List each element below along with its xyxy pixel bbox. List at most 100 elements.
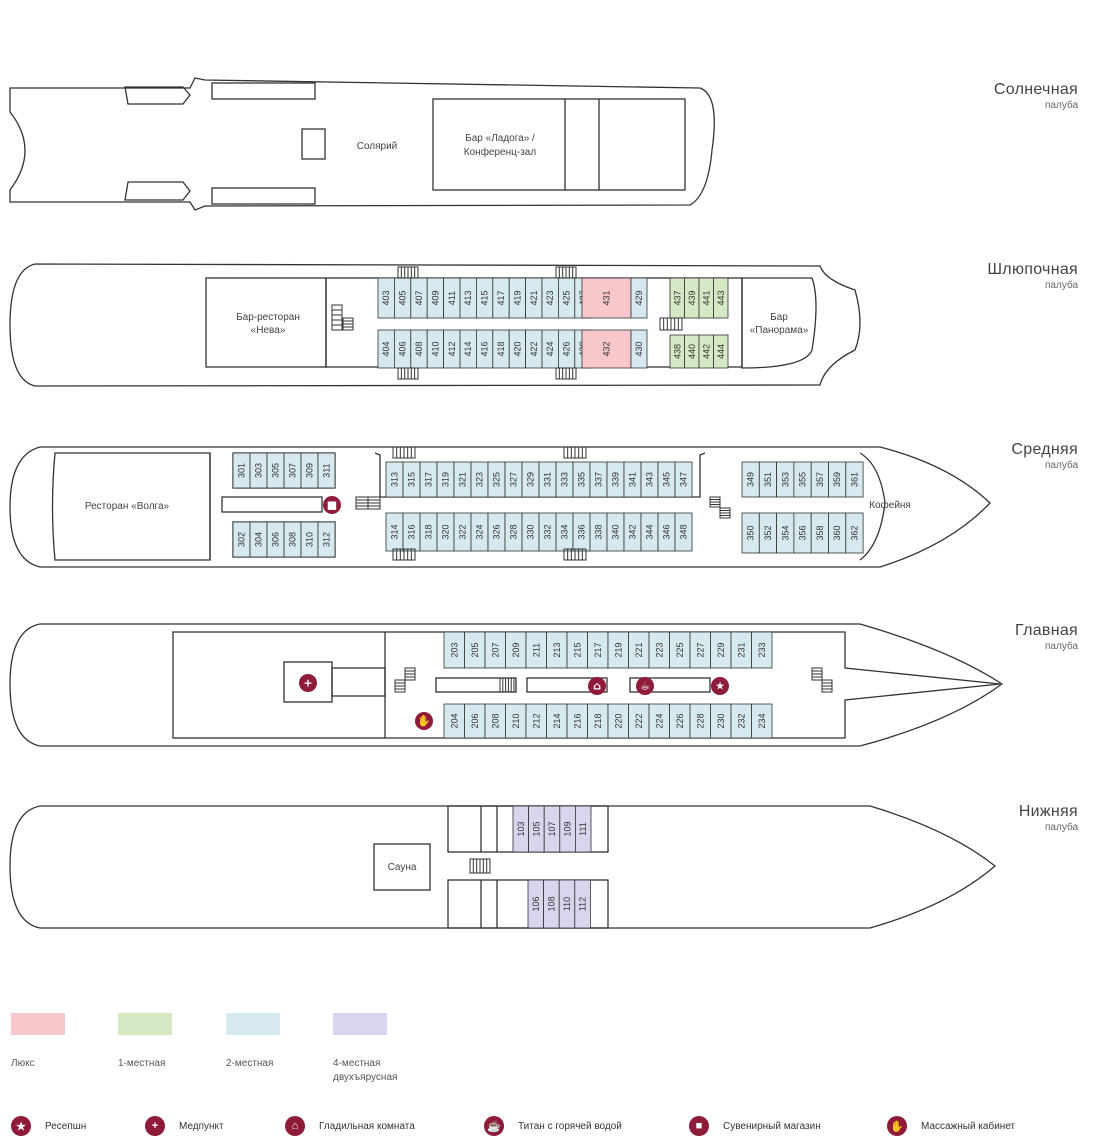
cabin-203[interactable]: 203 [443,631,465,669]
cabin-334[interactable]: 334 [555,512,574,552]
cabin-318[interactable]: 318 [419,512,438,552]
cabin-337[interactable]: 337 [589,461,608,498]
cabin-312[interactable]: 312 [317,521,336,558]
cabin-343[interactable]: 343 [640,461,659,498]
cabin-208[interactable]: 208 [484,703,506,739]
cabin-333[interactable]: 333 [555,461,574,498]
cabin-232[interactable]: 232 [730,703,752,739]
cabin-362[interactable]: 362 [845,512,864,554]
cabin-361[interactable]: 361 [845,461,864,498]
cabin-320[interactable]: 320 [436,512,455,552]
cabin-417[interactable]: 417 [492,277,510,319]
cabin-301[interactable]: 301 [232,452,251,489]
cabin-215[interactable]: 215 [566,631,588,669]
cabin-302[interactable]: 302 [232,521,251,558]
cabin-317[interactable]: 317 [419,461,438,498]
cabin-350[interactable]: 350 [741,512,760,554]
cabin-329[interactable]: 329 [521,461,540,498]
cabin-227[interactable]: 227 [689,631,711,669]
cabin-360[interactable]: 360 [828,512,847,554]
cabin-322[interactable]: 322 [453,512,472,552]
cabin-439[interactable]: 439 [684,277,700,319]
cabin-224[interactable]: 224 [648,703,670,739]
cabin-325[interactable]: 325 [487,461,506,498]
cabin-416[interactable]: 416 [475,329,494,369]
cabin-404[interactable]: 404 [377,329,395,369]
cabin-357[interactable]: 357 [810,461,829,498]
cabin-314[interactable]: 314 [385,512,404,552]
cabin-109[interactable]: 109 [559,805,576,853]
cabin-315[interactable]: 315 [402,461,421,498]
cabin-214[interactable]: 214 [546,703,568,739]
cabin-441[interactable]: 441 [698,277,714,319]
cabin-426[interactable]: 426 [558,329,576,369]
cabin-424[interactable]: 424 [541,329,559,369]
cabin-437[interactable]: 437 [669,277,685,319]
cabin-310[interactable]: 310 [300,521,319,558]
cabin-323[interactable]: 323 [470,461,489,498]
cabin-210[interactable]: 210 [505,703,527,739]
cabin-207[interactable]: 207 [484,631,506,669]
cabin-408[interactable]: 408 [410,329,428,369]
cabin-316[interactable]: 316 [402,512,421,552]
cabin-359[interactable]: 359 [828,461,847,498]
cabin-345[interactable]: 345 [657,461,676,498]
cabin-218[interactable]: 218 [587,703,609,739]
cabin-112[interactable]: 112 [574,879,591,929]
cabin-221[interactable]: 221 [628,631,650,669]
cabin-216[interactable]: 216 [566,703,588,739]
cabin-313[interactable]: 313 [385,461,404,498]
cabin-423[interactable]: 423 [541,277,559,319]
cabin-324[interactable]: 324 [470,512,489,552]
cabin-111[interactable]: 111 [575,805,592,853]
cabin-222[interactable]: 222 [628,703,650,739]
cabin-205[interactable]: 205 [464,631,486,669]
cabin-420[interactable]: 420 [508,329,527,369]
cabin-321[interactable]: 321 [453,461,472,498]
cabin-217[interactable]: 217 [587,631,609,669]
cabin-422[interactable]: 422 [525,329,543,369]
cabin-349[interactable]: 349 [741,461,760,498]
cabin-346[interactable]: 346 [657,512,676,552]
cabin-311[interactable]: 311 [317,452,336,489]
cabin-415[interactable]: 415 [475,277,494,319]
cabin-430[interactable]: 430 [630,329,648,369]
cabin-431[interactable]: 431 [581,277,632,319]
cabin-421[interactable]: 421 [525,277,543,319]
cabin-352[interactable]: 352 [758,512,777,554]
cabin-412[interactable]: 412 [443,329,461,369]
cabin-331[interactable]: 331 [538,461,557,498]
cabin-336[interactable]: 336 [572,512,591,552]
cabin-429[interactable]: 429 [630,277,648,319]
cabin-414[interactable]: 414 [459,329,477,369]
cabin-220[interactable]: 220 [607,703,629,739]
cabin-338[interactable]: 338 [589,512,608,552]
cabin-418[interactable]: 418 [492,329,510,369]
cabin-230[interactable]: 230 [710,703,732,739]
cabin-319[interactable]: 319 [436,461,455,498]
cabin-355[interactable]: 355 [793,461,812,498]
cabin-225[interactable]: 225 [669,631,691,669]
cabin-332[interactable]: 332 [538,512,557,552]
cabin-353[interactable]: 353 [776,461,795,498]
cabin-358[interactable]: 358 [810,512,829,554]
cabin-103[interactable]: 103 [512,805,530,853]
cabin-444[interactable]: 444 [713,334,729,369]
cabin-105[interactable]: 105 [528,805,545,853]
cabin-409[interactable]: 409 [426,277,445,319]
cabin-442[interactable]: 442 [698,334,714,369]
cabin-212[interactable]: 212 [525,703,547,739]
cabin-308[interactable]: 308 [283,521,302,558]
cabin-347[interactable]: 347 [674,461,693,498]
cabin-327[interactable]: 327 [504,461,523,498]
cabin-403[interactable]: 403 [377,277,395,319]
cabin-219[interactable]: 219 [607,631,629,669]
cabin-356[interactable]: 356 [793,512,812,554]
cabin-233[interactable]: 233 [751,631,773,669]
cabin-406[interactable]: 406 [393,329,412,369]
cabin-438[interactable]: 438 [669,334,685,369]
cabin-425[interactable]: 425 [558,277,576,319]
cabin-223[interactable]: 223 [648,631,670,669]
cabin-211[interactable]: 211 [525,631,547,669]
cabin-231[interactable]: 231 [730,631,752,669]
